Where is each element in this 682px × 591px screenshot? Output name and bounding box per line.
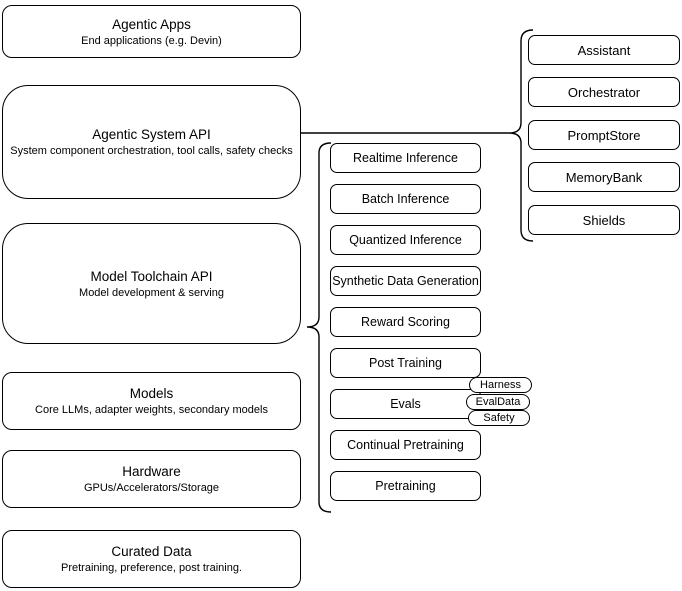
node-label: Pretraining <box>375 479 436 493</box>
node-label: Realtime Inference <box>353 151 458 165</box>
tag-label: Safety <box>483 412 515 424</box>
node-agentic-system-api: Agentic System API System component orch… <box>2 85 301 199</box>
node-model-toolchain-api: Model Toolchain API Model development & … <box>2 223 301 344</box>
tag-label: EvalData <box>475 396 521 408</box>
node-title: Curated Data <box>111 544 192 559</box>
node-title: Agentic System API <box>92 127 211 142</box>
tag-harness: Harness <box>469 377 532 393</box>
node-assistant: Assistant <box>528 35 680 65</box>
node-label: Synthetic Data Generation <box>332 274 479 288</box>
node-batch-inference: Batch Inference <box>330 184 481 214</box>
tag-evaldata: EvalData <box>466 394 530 410</box>
node-subtitle: GPUs/Accelerators/Storage <box>83 482 220 494</box>
node-promptstore: PromptStore <box>528 120 680 150</box>
node-hardware: Hardware GPUs/Accelerators/Storage <box>2 450 301 508</box>
node-evals: Evals <box>330 389 481 419</box>
node-quantized-inference: Quantized Inference <box>330 225 481 255</box>
brace-toolchain-services <box>306 142 332 513</box>
node-label: Shields <box>582 212 626 228</box>
node-label: Batch Inference <box>361 192 450 206</box>
node-label: Reward Scoring <box>361 315 450 329</box>
node-title: Agentic Apps <box>112 16 191 32</box>
node-subtitle: Model development & serving <box>79 286 224 299</box>
node-title: Models <box>129 386 174 401</box>
node-curated-data: Curated Data Pretraining, preference, po… <box>2 530 301 588</box>
node-label: PromptStore <box>567 127 641 143</box>
tag-label: Harness <box>480 379 521 391</box>
node-orchestrator: Orchestrator <box>528 77 680 107</box>
node-agentic-apps: Agentic Apps End applications (e.g. Devi… <box>2 5 301 58</box>
node-models: Models Core LLMs, adapter weights, secon… <box>2 372 301 430</box>
node-subtitle: Core LLMs, adapter weights, secondary mo… <box>35 404 268 416</box>
node-subtitle: Pretraining, preference, post training. <box>61 562 242 574</box>
node-continual-pretraining: Continual Pretraining <box>330 430 481 460</box>
node-label: Quantized Inference <box>349 233 462 247</box>
node-realtime-inference: Realtime Inference <box>330 143 481 173</box>
node-label: MemoryBank <box>565 169 643 185</box>
node-shields: Shields <box>528 205 680 235</box>
node-label: Post Training <box>369 356 442 370</box>
tag-safety: Safety <box>468 410 530 426</box>
node-subtitle: End applications (e.g. Devin) <box>81 34 222 47</box>
node-label: Orchestrator <box>567 84 641 100</box>
node-label: Continual Pretraining <box>347 438 464 452</box>
node-memorybank: MemoryBank <box>528 162 680 192</box>
node-reward-scoring: Reward Scoring <box>330 307 481 337</box>
node-pretraining: Pretraining <box>330 471 481 501</box>
node-post-training: Post Training <box>330 348 481 378</box>
node-subtitle: System component orchestration, tool cal… <box>10 145 293 157</box>
node-label: Assistant <box>577 42 631 58</box>
node-title: Model Toolchain API <box>90 268 213 284</box>
node-title: Hardware <box>122 464 181 479</box>
node-label: Evals <box>390 397 421 411</box>
node-synthetic-data-generation: Synthetic Data Generation <box>330 266 481 296</box>
